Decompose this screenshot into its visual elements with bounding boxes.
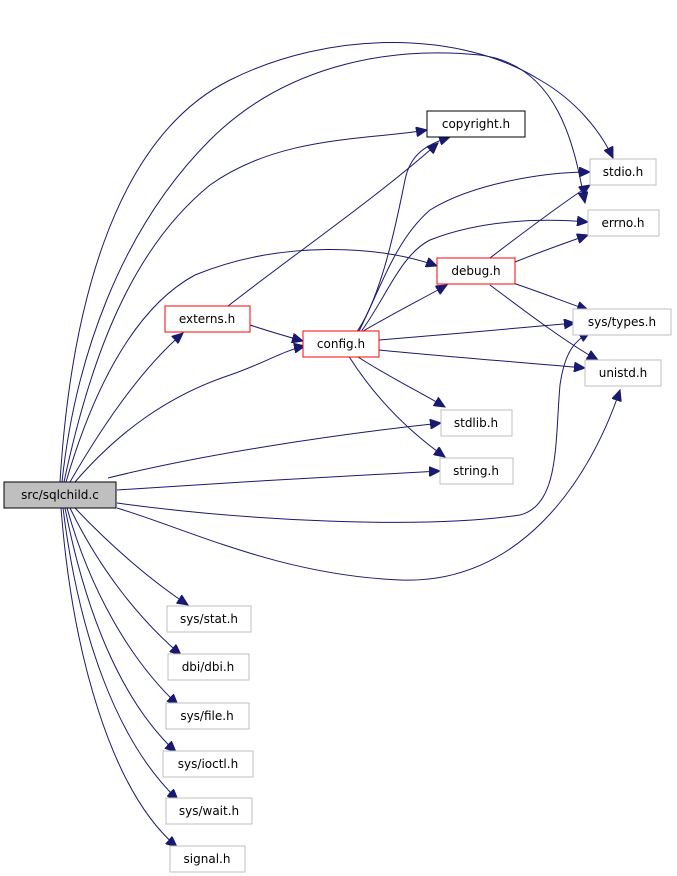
node-sys-stat-h[interactable]: sys/stat.h	[166, 605, 252, 633]
node-label: sys/ioctl.h	[178, 757, 238, 771]
edge-sqlchild-sysfile	[66, 507, 178, 705]
edge-sqlchild-stdlib	[107, 423, 441, 479]
edge-config-copyright	[355, 137, 450, 334]
node-dbi-dbi-h[interactable]: dbi/dbi.h	[167, 653, 250, 681]
edge-sqlchild-syswait	[62, 507, 178, 800]
include-edges	[59, 42, 620, 848]
edge-config-systypes	[378, 323, 575, 341]
edge-sqlchild-string	[116, 471, 440, 491]
edge-sqlchild-signal	[60, 507, 177, 847]
node-label: src/sqlchild.c	[21, 488, 99, 502]
edge-sqlchild-stdio	[59, 42, 613, 483]
edge-sqlchild-unistd	[116, 390, 620, 581]
edge-debug-stdio	[489, 185, 590, 259]
edge-config-debug	[359, 285, 447, 334]
edge-sqlchild-sysstat	[74, 507, 188, 605]
node-label: unistd.h	[599, 366, 648, 380]
edge-debug-errno	[514, 235, 588, 263]
edge-sqlchild-externs	[69, 333, 183, 483]
edge-sqlchild-copyright	[63, 130, 427, 483]
node-string-h[interactable]: string.h	[439, 457, 514, 485]
edge-debug-unistd	[489, 284, 598, 360]
node-label: errno.h	[602, 216, 645, 230]
node-signal-h[interactable]: signal.h	[169, 845, 246, 873]
edge-externs-config	[249, 324, 303, 341]
node-label: sys/wait.h	[179, 804, 239, 818]
node-sys-wait-h[interactable]: sys/wait.h	[165, 797, 253, 825]
edge-sqlchild-dbi	[69, 507, 181, 655]
node-label: sys/types.h	[588, 315, 656, 329]
node-debug-h[interactable]: debug.h	[436, 257, 516, 285]
node-label: string.h	[453, 464, 499, 478]
node-externs-h[interactable]: externs.h	[164, 305, 251, 333]
node-sys-ioctl-h[interactable]: sys/ioctl.h	[162, 750, 254, 778]
edge-sqlchild-debug	[65, 249, 437, 483]
node-sqlchild-c[interactable]: src/sqlchild.c	[3, 481, 117, 509]
edge-sqlchild-errno	[61, 52, 585, 483]
node-label: config.h	[317, 337, 365, 351]
node-errno-h[interactable]: errno.h	[587, 209, 660, 237]
node-stdio-h[interactable]: stdio.h	[589, 158, 657, 186]
node-label: signal.h	[184, 852, 231, 866]
edge-config-string	[347, 354, 445, 457]
edge-config-errno	[359, 220, 588, 334]
edge-sqlchild-sysioctl	[64, 507, 176, 752]
node-stdlib-h[interactable]: stdlib.h	[440, 409, 513, 437]
edge-config-stdio	[357, 172, 590, 334]
node-unistd-h[interactable]: unistd.h	[584, 359, 662, 387]
node-label: dbi/dbi.h	[182, 660, 235, 674]
node-label: stdio.h	[603, 165, 643, 179]
edge-config-stdlib	[354, 354, 445, 407]
node-label: debug.h	[451, 264, 500, 278]
node-label: sys/file.h	[180, 709, 233, 723]
edge-sqlchild-config	[74, 346, 305, 483]
node-config-h[interactable]: config.h	[302, 330, 380, 358]
node-label: stdlib.h	[454, 416, 498, 430]
file-nodes: src/sqlchild.c copyright.h stdio.h errno…	[3, 110, 672, 873]
node-sys-types-h[interactable]: sys/types.h	[572, 308, 672, 336]
node-label: sys/stat.h	[180, 612, 238, 626]
edge-sqlchild-systypes	[116, 332, 590, 523]
edge-debug-systypes	[509, 281, 588, 310]
node-label: copyright.h	[442, 117, 510, 131]
edge-config-unistd	[378, 349, 585, 368]
node-sys-file-h[interactable]: sys/file.h	[165, 702, 250, 730]
node-label: externs.h	[179, 312, 235, 326]
node-copyright-h[interactable]: copyright.h	[426, 110, 526, 138]
edge-externs-copyright	[227, 143, 438, 307]
